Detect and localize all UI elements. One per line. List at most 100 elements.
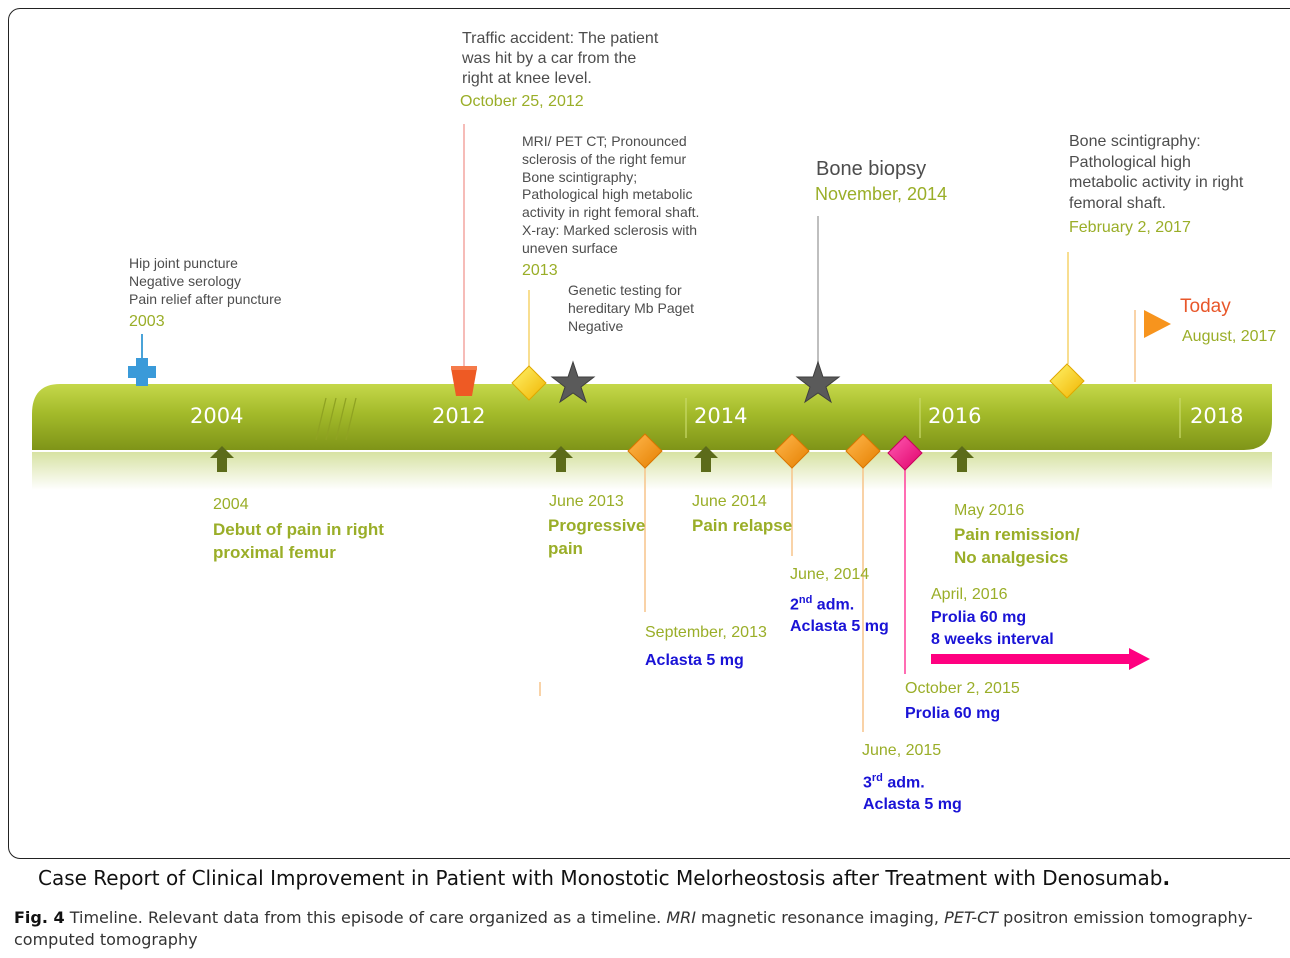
event-line: Pain remission/ (954, 525, 1080, 544)
axis-year-label: 2014 (694, 404, 748, 428)
event-line: sclerosis of the right femur (522, 150, 687, 167)
jun2014adm-date: June, 2014 (790, 566, 870, 583)
adm-number: 2 (790, 596, 799, 614)
event-line: No analgesics (954, 548, 1069, 567)
event-line: 8 weeks interval (931, 631, 1054, 648)
figure-caption-text: Timeline. Relevant data from this episod… (64, 908, 667, 927)
event-line: Prolia 60 mg (931, 609, 1027, 626)
pain-arrow-icon (694, 446, 718, 472)
adm-drug: Aclasta 5 mg (790, 618, 889, 636)
event-line: femoral shaft. (1069, 194, 1166, 212)
jun2014adm-text: 2nd adm. Aclasta 5 mg (790, 589, 889, 638)
event-2013-text: MRI/ PET CT; Pronounced sclerosis of the… (522, 133, 699, 258)
may2016-date: May 2016 (954, 502, 1025, 519)
june2013-date: June 2013 (549, 493, 624, 510)
case-report-title-text: Case Report of Clinical Improvement in P… (38, 866, 1163, 890)
adm-drug: Aclasta 5 mg (863, 796, 962, 814)
event-2012-text: Traffic accident: The patient was hit by… (462, 29, 658, 89)
orange-diamond-icon (774, 433, 810, 469)
orange-flag-icon (1144, 310, 1171, 338)
pain-arrow-icon (210, 446, 234, 472)
figure-caption: Fig. 4 Timeline. Relevant data from this… (14, 907, 1276, 951)
red-bucket-icon (451, 366, 477, 396)
today-label: Today (1180, 296, 1231, 317)
pain-arrow-icon (950, 446, 974, 472)
event-line: Hip joint puncture (129, 255, 238, 271)
event-line: Pathological high (1069, 153, 1191, 171)
event-2012-date: October 25, 2012 (460, 93, 584, 110)
event-line: Progressive (548, 516, 646, 535)
oct2015-date: October 2, 2015 (905, 680, 1020, 697)
timeline-bar (32, 384, 1272, 450)
adm-number: 3 (863, 774, 872, 792)
event-line: Pain relapse (692, 516, 793, 535)
event-genetic-text: Genetic testing for hereditary Mb Paget … (568, 281, 694, 335)
apr2016-date: April, 2016 (931, 586, 1008, 603)
jun2015adm-date: June, 2015 (862, 742, 942, 759)
jun2015adm-text: 3rd adm. Aclasta 5 mg (863, 767, 962, 816)
prolia-interval-arrow (931, 648, 1150, 670)
case-report-title: Case Report of Clinical Improvement in P… (38, 866, 1170, 890)
event-2017-text: Bone scintigraphy: Pathological high met… (1069, 132, 1243, 214)
event-line: Bone scintigraphy; (522, 168, 638, 185)
sep2013-date: September, 2013 (645, 624, 767, 641)
event-2017-date: February 2, 2017 (1069, 219, 1191, 236)
today-date: August, 2017 (1182, 328, 1277, 345)
magenta-diamond-icon (887, 435, 923, 471)
june2014-date: June 2014 (692, 493, 767, 510)
event-line: Genetic testing for (568, 282, 682, 298)
axis-year-label: 2018 (1190, 404, 1244, 428)
event-line: pain (548, 539, 583, 558)
event-line: hereditary Mb Paget (568, 300, 695, 316)
event-line: metabolic activity in right (1069, 174, 1244, 191)
event-line: proximal femur (213, 543, 336, 562)
pain-arrow-icon (549, 446, 573, 472)
sep2013-drug: Aclasta 5 mg (645, 652, 744, 669)
event-biopsy-date: November, 2014 (815, 184, 948, 204)
event-line: Negative serology (129, 273, 242, 289)
pain-2004-text: Debut of pain in right proximal femur (213, 518, 384, 564)
event-line: was hit by a car from the (462, 50, 637, 67)
adm-line: 3rd adm. (863, 767, 962, 794)
may2016-text: Pain remission/ No analgesics (954, 523, 1080, 569)
axis-year-label: 2012 (432, 404, 486, 428)
yellow-diamond-icon (1049, 363, 1085, 399)
case-report-title-end: . (1162, 866, 1171, 890)
event-line: Bone scintigraphy: (1069, 133, 1201, 150)
gray-star-icon (795, 360, 841, 404)
oct2015-drug: Prolia 60 mg (905, 705, 1001, 722)
event-line: activity in right femoral shaft. (522, 204, 700, 221)
adm-line: 2nd adm. (790, 589, 889, 616)
axis-year-label: 2016 (928, 404, 982, 428)
yellow-diamond-icon (511, 365, 547, 401)
adm-suffix: nd (798, 594, 813, 606)
abbr-petct: PET-CT (944, 908, 999, 927)
june2014-text: Pain relapse (692, 514, 792, 537)
adm-word: adm. (882, 774, 925, 792)
event-line: Debut of pain in right (213, 520, 384, 539)
event-line: X-ray: Marked sclerosis with (522, 221, 698, 238)
axis-year-label: 2004 (190, 404, 244, 428)
figure-label: Fig. 4 (14, 908, 65, 927)
abbr-mri: MRI (666, 908, 696, 927)
abbr-mri-def: magnetic resonance imaging, (695, 908, 945, 927)
adm-suffix: rd (871, 772, 883, 784)
orange-diamond-icon (627, 433, 663, 469)
event-line: MRI/ PET CT; Pronounced (522, 133, 687, 149)
event-biopsy-title: Bone biopsy (816, 158, 927, 180)
blue-plus-icon (128, 358, 156, 386)
event-line: Negative (568, 318, 624, 334)
event-line: right at knee level. (462, 70, 592, 87)
june2013-text: Progressive pain (548, 514, 645, 560)
axis-break-marks (315, 397, 357, 441)
event-2013-date: 2013 (522, 262, 558, 279)
gray-star-icon (550, 360, 596, 404)
adm-word: adm. (812, 596, 855, 614)
event-line: Pathological high metabolic (522, 186, 693, 203)
event-line: Pain relief after puncture (129, 291, 282, 307)
event-2003-date: 2003 (129, 313, 165, 330)
abbr-petct-def: positron emission tomography-computed to… (14, 908, 1253, 949)
apr2016-text: Prolia 60 mg 8 weeks interval (931, 607, 1054, 651)
pain-2004-date: 2004 (213, 496, 249, 513)
